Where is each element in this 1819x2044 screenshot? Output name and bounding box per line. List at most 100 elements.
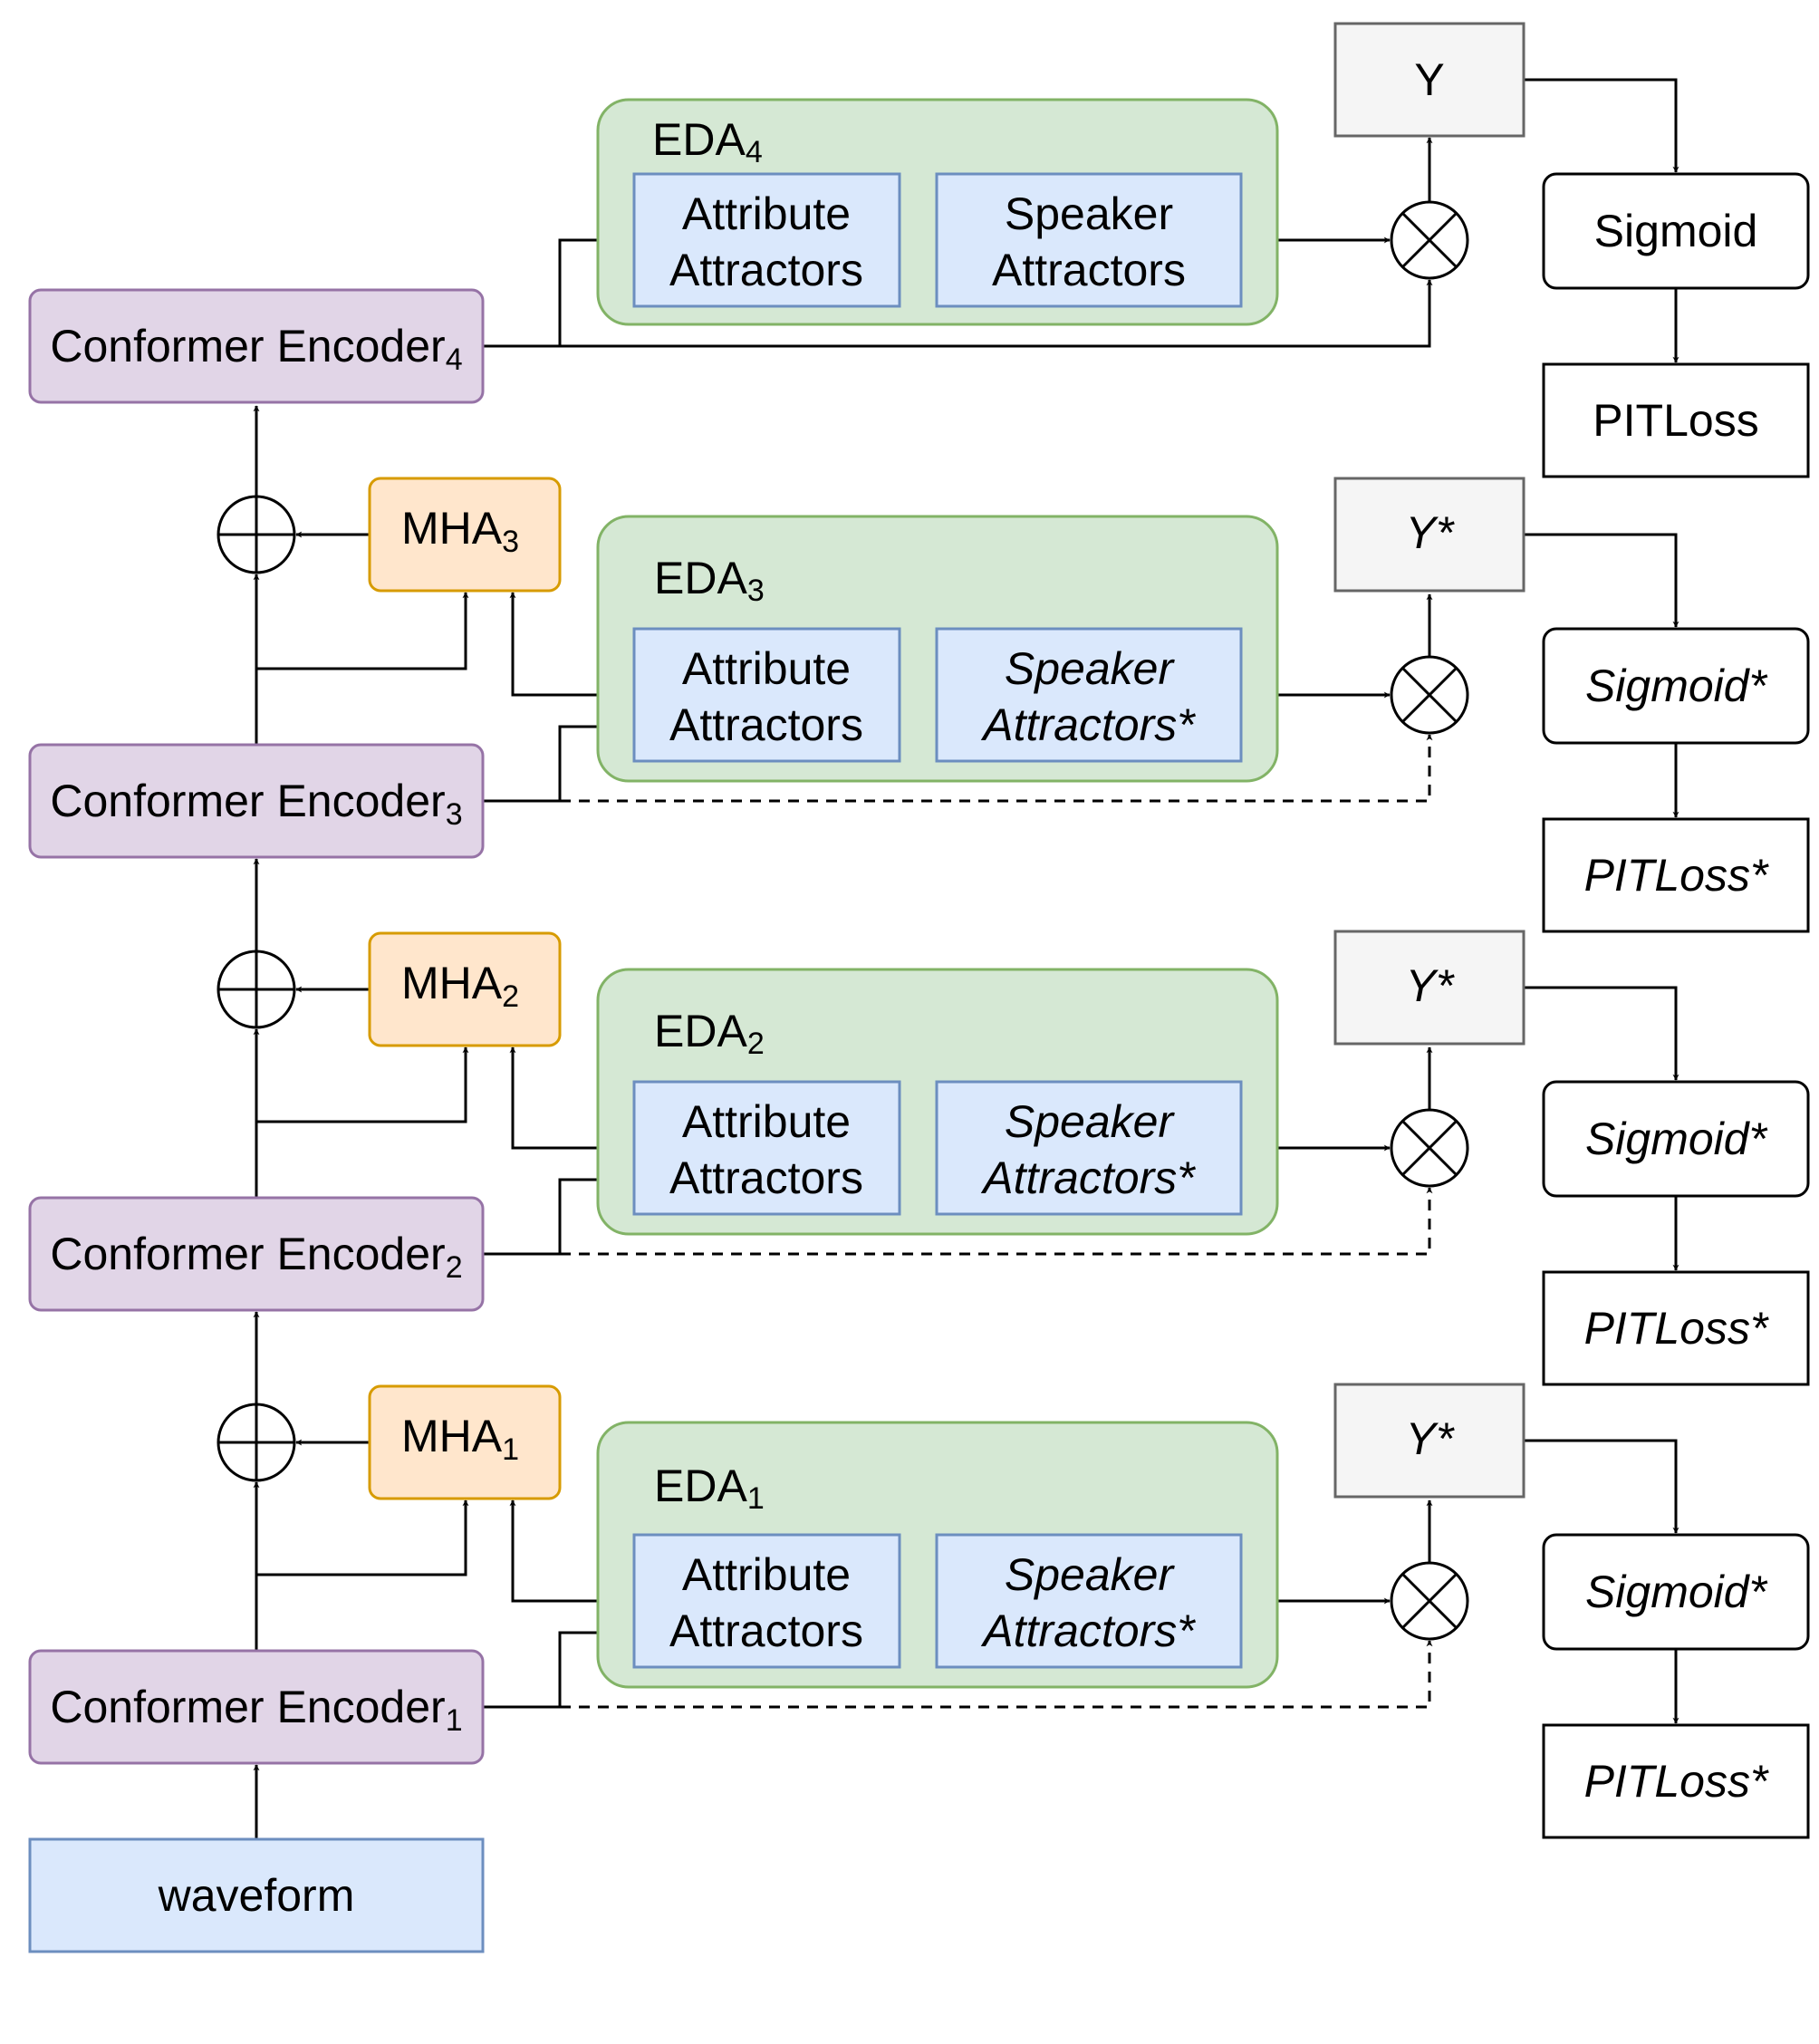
speaker-attractors-line1: Speaker	[1005, 188, 1173, 239]
attribute-attractors-line2: Attractors	[669, 699, 863, 750]
speaker-attractors-line2: Attractors	[992, 245, 1186, 295]
eda-name: EDA	[654, 553, 747, 603]
attribute-attractors-line1: Attribute	[682, 188, 851, 239]
eda-title: EDA4	[652, 114, 763, 169]
eda-title: EDA3	[654, 553, 765, 608]
encoder-subscript: 2	[446, 1250, 463, 1285]
mha-label: MHA1	[401, 1411, 519, 1467]
mha-subscript: 2	[502, 979, 519, 1014]
pit-loss-label: PITLoss*	[1584, 1756, 1769, 1807]
edge-y-to-sigmoid-3	[1524, 533, 1679, 628]
conformer-encoder-4: Conformer Encoder4	[28, 288, 485, 404]
sigmoid-4: Sigmoid	[1542, 172, 1810, 290]
multiply-operator-1	[1390, 1561, 1469, 1641]
mha-name: MHA	[401, 503, 503, 554]
nodes: waveform Conformer Encoder1 Conformer En…	[28, 22, 1810, 1953]
edge-encoder-4-to-eda-4	[483, 236, 633, 348]
edge-encoder-3-to-multiply-3	[560, 734, 1433, 803]
attribute-attractors-line2: Attractors	[669, 245, 863, 295]
speaker-attractors-line1: Speaker	[1005, 643, 1176, 694]
speaker-attractors-box	[935, 627, 1243, 763]
eda-title: EDA1	[654, 1461, 765, 1516]
sigmoid-label: Sigmoid*	[1585, 1114, 1768, 1164]
edge-encoder-2-to-eda-2	[483, 1176, 633, 1256]
encoder-label: Conformer Encoder1	[50, 1682, 462, 1738]
mha-label: MHA3	[401, 503, 519, 559]
encoder-label: Conformer Encoder3	[50, 776, 462, 832]
y-label: Y	[1414, 54, 1444, 105]
mha-1: MHA1	[368, 1384, 562, 1500]
eda-block-3: EDA3 Attribute Attractors Speaker Attrac…	[596, 515, 1279, 783]
y-output-2: Y*	[1333, 930, 1525, 1046]
edge-encoder-3-to-eda-3	[483, 723, 633, 803]
eda-subscript: 1	[747, 1481, 765, 1516]
edge-attractors-1-to-mha-1	[509, 1499, 634, 1603]
encoder-name: Conformer Encoder	[50, 1229, 445, 1279]
conformer-encoder-3: Conformer Encoder3	[28, 743, 485, 859]
sigmoid-3: Sigmoid*	[1542, 627, 1810, 745]
sigmoid-2: Sigmoid*	[1542, 1080, 1810, 1198]
mha-3: MHA3	[368, 477, 562, 593]
pit-loss-label: PITLoss*	[1584, 1303, 1769, 1354]
eda-title: EDA2	[654, 1006, 765, 1061]
mha-subscript: 3	[502, 525, 519, 559]
multiply-operator-4	[1390, 200, 1469, 280]
edge-encoder-2-to-mha-2	[256, 1046, 469, 1123]
y-label: Y*	[1406, 1413, 1455, 1464]
attribute-attractors-line1: Attribute	[682, 1549, 851, 1600]
mha-name: MHA	[401, 958, 503, 1008]
eda-block-4: EDA4 Attribute Attractors Speaker Attrac…	[596, 98, 1279, 326]
conformer-encoder-1: Conformer Encoder1	[28, 1649, 485, 1765]
y-label: Y*	[1406, 960, 1455, 1011]
sigmoid-label: Sigmoid	[1594, 206, 1758, 256]
y-output-4: Y	[1333, 22, 1525, 138]
sigmoid-label: Sigmoid*	[1585, 660, 1768, 711]
edge-encoder-2-to-multiply-2	[560, 1187, 1433, 1256]
edge-attractors-2-to-mha-2	[509, 1046, 634, 1150]
eda-name: EDA	[654, 1006, 747, 1056]
multiply-operator-3	[1390, 655, 1469, 735]
edge-y-to-sigmoid-1	[1524, 1439, 1679, 1534]
mha-subscript: 1	[502, 1432, 519, 1467]
eda-name: EDA	[654, 1461, 747, 1511]
attribute-attractors-line1: Attribute	[682, 1096, 851, 1147]
pit-loss-2: PITLoss*	[1542, 1270, 1810, 1386]
pit-loss-3: PITLoss*	[1542, 817, 1810, 933]
mha-name: MHA	[401, 1411, 503, 1461]
encoder-subscript: 1	[446, 1703, 463, 1738]
edge-y-to-sigmoid-2	[1524, 986, 1679, 1081]
eda-subscript: 3	[747, 574, 765, 608]
y-label: Y*	[1406, 507, 1455, 558]
eda-subscript: 2	[747, 1027, 765, 1061]
pit-loss-1: PITLoss*	[1542, 1723, 1810, 1839]
mha-2: MHA2	[368, 931, 562, 1047]
edge-encoder-1-to-mha-1	[256, 1499, 469, 1576]
sigmoid-label: Sigmoid*	[1585, 1567, 1768, 1617]
multiply-operator-2	[1390, 1108, 1469, 1188]
edge-encoder-3-to-mha-3	[256, 592, 469, 670]
eda-block-1: EDA1 Attribute Attractors Speaker Attrac…	[596, 1421, 1279, 1689]
attribute-attractors-box	[632, 627, 901, 763]
attribute-attractors-box	[632, 1533, 901, 1669]
encoder-name: Conformer Encoder	[50, 1682, 445, 1732]
attribute-attractors-line2: Attractors	[669, 1605, 863, 1656]
connections	[253, 78, 1679, 1839]
y-output-1: Y*	[1333, 1383, 1525, 1499]
speaker-attractors-line2: Attractors*	[980, 1152, 1196, 1203]
add-operator-1	[217, 1403, 296, 1482]
edge-encoder-4-to-multiply-4	[560, 279, 1433, 348]
encoder-label: Conformer Encoder2	[50, 1229, 462, 1285]
pit-loss-label: PITLoss*	[1584, 850, 1769, 901]
edge-attractors-3-to-mha-3	[509, 592, 634, 697]
edge-encoder-1-to-multiply-1	[560, 1640, 1433, 1709]
speaker-attractors-box	[935, 172, 1243, 308]
speaker-attractors-line2: Attractors*	[980, 699, 1196, 750]
add-operator-2	[217, 950, 296, 1029]
encoder-subscript: 3	[446, 797, 463, 832]
mha-label: MHA2	[401, 958, 519, 1014]
y-output-3: Y*	[1333, 477, 1525, 593]
attribute-attractors-line1: Attribute	[682, 643, 851, 694]
eda-name: EDA	[652, 114, 746, 165]
speaker-attractors-line1: Speaker	[1005, 1549, 1176, 1600]
